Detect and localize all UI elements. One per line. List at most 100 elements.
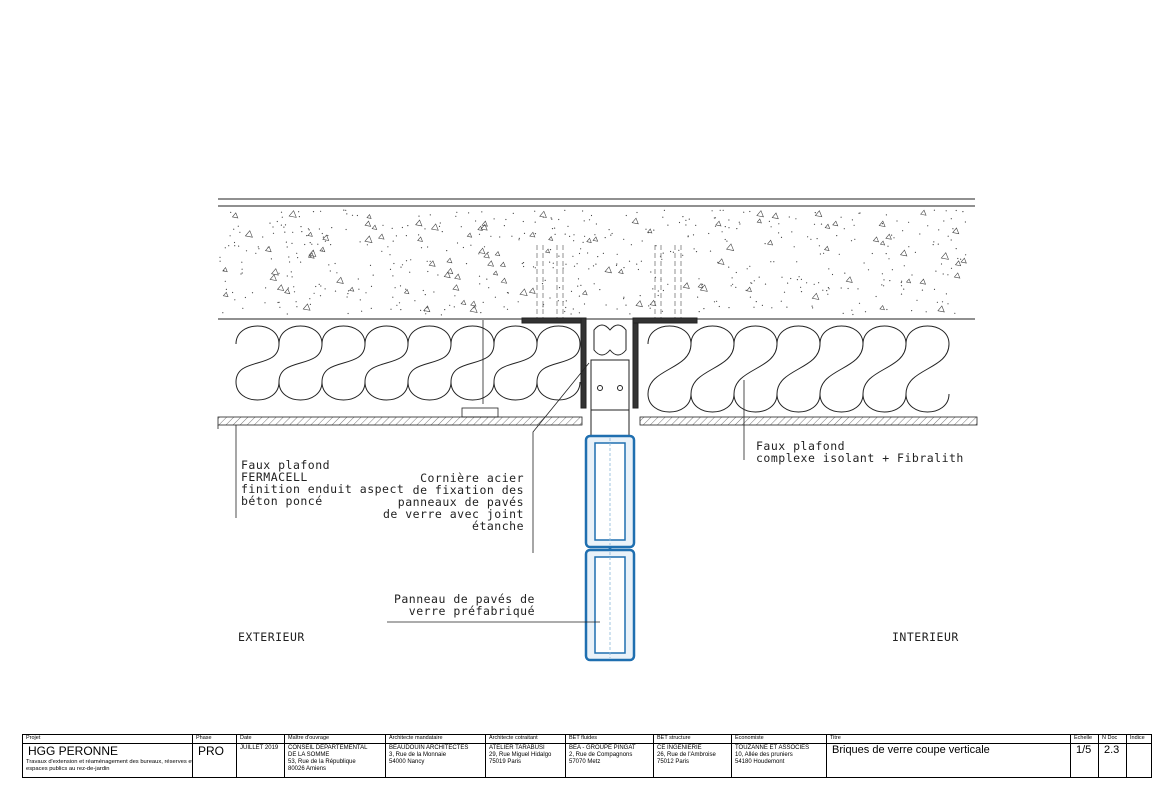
aggregate-dot	[296, 306, 298, 308]
aggregate-stone	[766, 239, 774, 246]
aggregate-stone	[430, 223, 439, 231]
aggregate-dot	[778, 223, 780, 225]
aggregate-dot	[916, 299, 918, 301]
aggregate-dot	[347, 290, 350, 292]
aggregate-stone	[308, 249, 317, 257]
section-drawing: Faux plafond FERMACELL finition enduit a…	[217, 198, 978, 662]
tb-indice: Indice	[1127, 735, 1151, 777]
aggregate-dot	[392, 275, 394, 277]
aggregate-dot	[440, 314, 442, 316]
aggregate-dot	[389, 254, 391, 256]
aggregate-dot	[506, 292, 509, 294]
aggregate-dot	[219, 256, 221, 258]
aggregate-dot	[599, 289, 601, 291]
aggregate-dot	[422, 289, 424, 292]
aggregate-stone	[222, 266, 228, 273]
aggregate-stone	[726, 243, 735, 251]
aggregate-dot	[605, 304, 607, 306]
aggregate-dot	[396, 304, 398, 306]
aggregate-dot	[567, 225, 569, 227]
aggregate-dot	[678, 249, 680, 251]
aggregate-dot	[356, 214, 358, 217]
aggregate-stone	[271, 268, 279, 276]
titre-value: Briques de verre coupe verticale	[832, 744, 990, 756]
aggregate-dot	[425, 313, 427, 315]
aggregate-dot	[290, 271, 292, 273]
aggregate-dot	[580, 284, 582, 286]
aggregate-dot	[717, 261, 719, 263]
aggregate-dot	[820, 223, 823, 225]
aggregate-dot	[562, 267, 564, 269]
aggregate-dot	[400, 309, 402, 311]
label-line: Faux plafond	[241, 458, 330, 472]
tb-header: N Doc	[1102, 735, 1118, 741]
aggregate-stone	[319, 246, 326, 253]
aggregate-dot	[590, 214, 593, 217]
aggregate-dot	[521, 262, 523, 265]
aggregate-dot	[289, 261, 291, 263]
aggregate-dot	[885, 253, 887, 255]
aggregate-dot	[962, 211, 964, 213]
aggregate-dot	[900, 285, 903, 287]
aggregate-dot	[881, 273, 884, 275]
aggregate-dot	[875, 295, 877, 298]
aggregate-dot	[345, 209, 347, 211]
aggregate-dot	[437, 274, 439, 276]
aggregate-stone	[288, 210, 297, 218]
aggregate-stone	[269, 274, 277, 282]
aggregate-dot	[728, 266, 730, 268]
aggregate-dot	[580, 248, 582, 250]
aggregate-dot	[597, 256, 599, 258]
aggregate-stone	[715, 220, 722, 227]
aggregate-dot	[279, 306, 281, 308]
aggregate-dot	[687, 236, 689, 238]
aggregate-dot	[730, 285, 732, 287]
insulation-fold	[407, 325, 452, 401]
aggregate-dot	[429, 260, 431, 262]
label-line: étanche	[472, 519, 524, 533]
aggregate-dot	[695, 251, 698, 253]
aggregate-dot	[937, 243, 939, 245]
aggregate-dot	[272, 226, 274, 228]
aggregate-dot	[297, 257, 299, 259]
aggregate-dot	[649, 307, 651, 309]
aggregate-stone	[428, 260, 436, 267]
aggregate-stone	[940, 252, 949, 260]
aggregate-dot	[328, 264, 330, 266]
n-doc-value: 2.3	[1104, 744, 1120, 756]
aggregate-stone	[492, 270, 499, 276]
aggregate-dot	[446, 250, 448, 252]
tb-header: BET fluides	[569, 735, 598, 741]
aggregate-dot	[921, 289, 924, 291]
aggregate-dot	[286, 246, 288, 248]
aggregate-dot	[470, 244, 472, 246]
aggregate-dot	[393, 262, 395, 265]
aggregate-dot	[578, 295, 581, 297]
aggregate-stone	[717, 258, 725, 265]
aggregate-dot	[692, 234, 695, 236]
aggregate-dot	[791, 231, 793, 233]
aggregate-dot	[570, 290, 573, 292]
aggregate-dot	[933, 288, 936, 290]
aggregate-stone	[264, 245, 272, 253]
aggregate-dot	[488, 287, 490, 289]
aggregate-dot	[911, 274, 913, 276]
aggregate-dot	[628, 260, 631, 262]
aggregate-dot	[544, 279, 546, 281]
aggregate-dot	[358, 288, 360, 290]
aggregate-dot	[570, 313, 572, 315]
insulation-fold	[905, 325, 950, 413]
aggregate-dot	[318, 228, 320, 230]
insulation-fold	[364, 325, 409, 401]
architecte-mandataire-value: BEAUDOUIN ARCHITECTES 3, Rue de la Monna…	[389, 745, 469, 765]
aggregate-dot	[420, 309, 422, 311]
aggregate-dot	[251, 292, 254, 294]
aggregate-dot	[401, 264, 404, 266]
label-interieur: INTERIEUR	[892, 630, 959, 644]
aggregate-dot	[238, 245, 240, 247]
tb-header: BET structure	[657, 735, 691, 741]
aggregate-stone	[960, 257, 967, 264]
aggregate-dot	[324, 240, 326, 242]
aggregate-dot	[228, 245, 230, 247]
insulation-fold	[690, 325, 735, 413]
